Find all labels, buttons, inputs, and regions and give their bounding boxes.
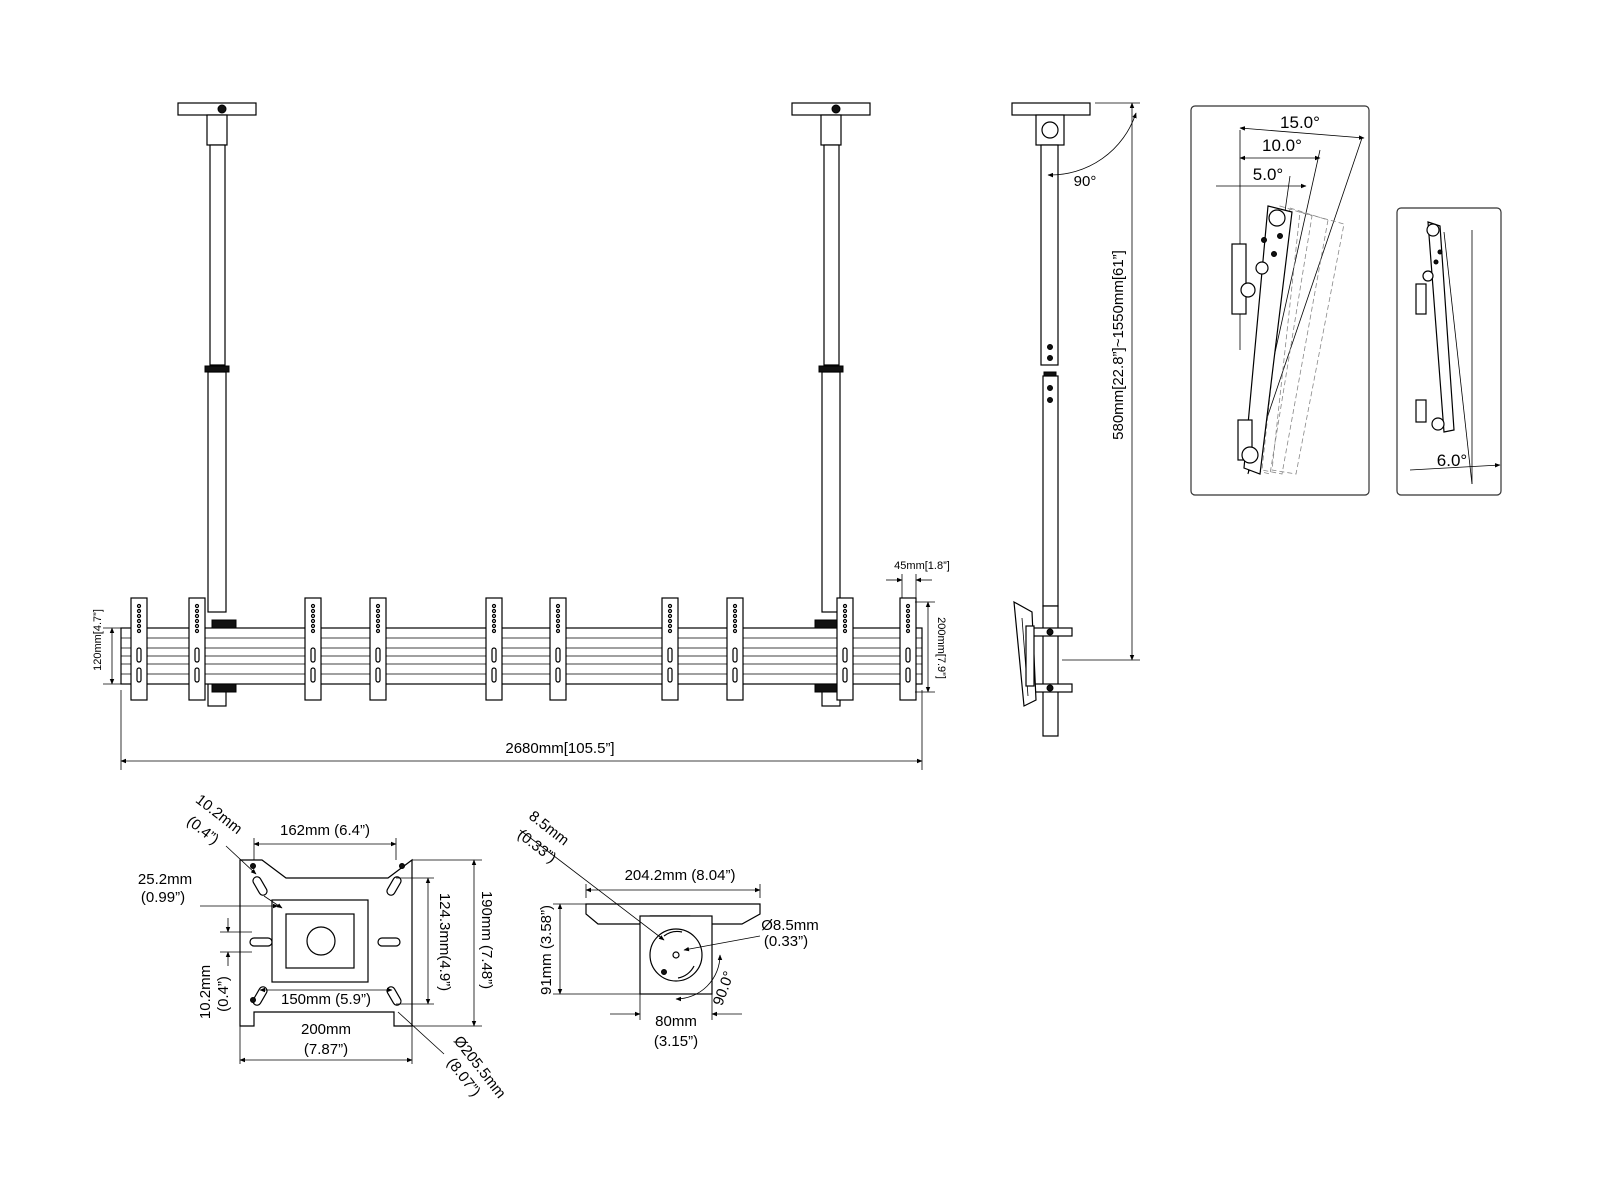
side-plate-length: 204.2mm (8.04”) — [625, 867, 736, 884]
drop-height-dimension: 580mm[22.8”]~1550mm[61”] — [1110, 250, 1127, 440]
side-view: 90° 580mm[22.8”]~1550mm[61”] — [1011, 102, 1140, 737]
rail-bracket — [304, 597, 322, 701]
bracket-height: 91mm (3.58”) — [538, 905, 555, 995]
rail-height-dimension: 120mm[4.7”] — [92, 609, 104, 671]
rail-bracket — [130, 597, 148, 701]
rail-bracket — [549, 597, 567, 701]
slot-width-b: 10.2mm — [197, 965, 214, 1019]
rotation-angle-label: 90° — [1074, 173, 1097, 190]
plate-width: 200mm — [301, 1021, 351, 1038]
horizontal-rails — [120, 619, 923, 693]
rail-bracket — [661, 597, 679, 701]
right-pole — [791, 102, 871, 707]
bottom-hole-spacing: 150mm (5.9”) — [281, 991, 371, 1008]
side-rotation-angle: 90.0° — [710, 969, 738, 1008]
rail-bracket — [369, 597, 387, 701]
bracket-height-dimension: 200mm[7.9”] — [935, 617, 947, 679]
plate-width-inch: (7.87”) — [304, 1041, 348, 1058]
min-tilt-detail: 6.0° — [1396, 207, 1502, 496]
min-tilt-label: 6.0° — [1437, 451, 1467, 470]
plate-height: 190mm (7.48”) — [478, 891, 495, 989]
front-view: 2680mm[105.5”] 120mm[4.7”] 200mm[7.9”] 4… — [92, 102, 950, 770]
ceiling-plate-top-view: 162mm (6.4”) 10.2mm (0.4”) 25.2mm (0.99”… — [138, 791, 509, 1102]
offset-dimension-inch: (0.99”) — [141, 889, 185, 906]
tilt-5-label: 5.0° — [1253, 165, 1283, 184]
rail-bracket — [836, 597, 854, 701]
vertical-brackets — [130, 597, 917, 701]
bracket-spacing-dimension: 45mm[1.8”] — [894, 560, 950, 572]
tilt-detail: 15.0° 10.0° 5.0° — [1190, 105, 1370, 496]
tilt-15-label: 15.0° — [1280, 113, 1320, 132]
hole-diameter-b: Ø8.5mm — [761, 917, 819, 934]
tilt-10-label: 10.0° — [1262, 136, 1302, 155]
slot-width-b-inch: (0.4”) — [215, 976, 232, 1012]
rail-bracket — [485, 597, 503, 701]
offset-dimension: 25.2mm — [138, 871, 192, 888]
top-hole-spacing: 162mm (6.4”) — [280, 822, 370, 839]
rail-bracket — [899, 597, 917, 701]
ceiling-plate-side-view: 204.2mm (8.04”) 8.5mm (0.33”) Ø8.5mm (0.… — [514, 808, 819, 1050]
bracket-width: 80mm — [655, 1013, 697, 1030]
inner-height: 124.3mm(4.9”) — [436, 893, 453, 991]
hole-diameter-b-inch: (0.33”) — [764, 933, 808, 950]
rail-bracket — [188, 597, 206, 701]
rail-bracket — [726, 597, 744, 701]
bracket-width-inch: (3.15”) — [654, 1033, 698, 1050]
width-dimension: 2680mm[105.5”] — [505, 740, 614, 757]
